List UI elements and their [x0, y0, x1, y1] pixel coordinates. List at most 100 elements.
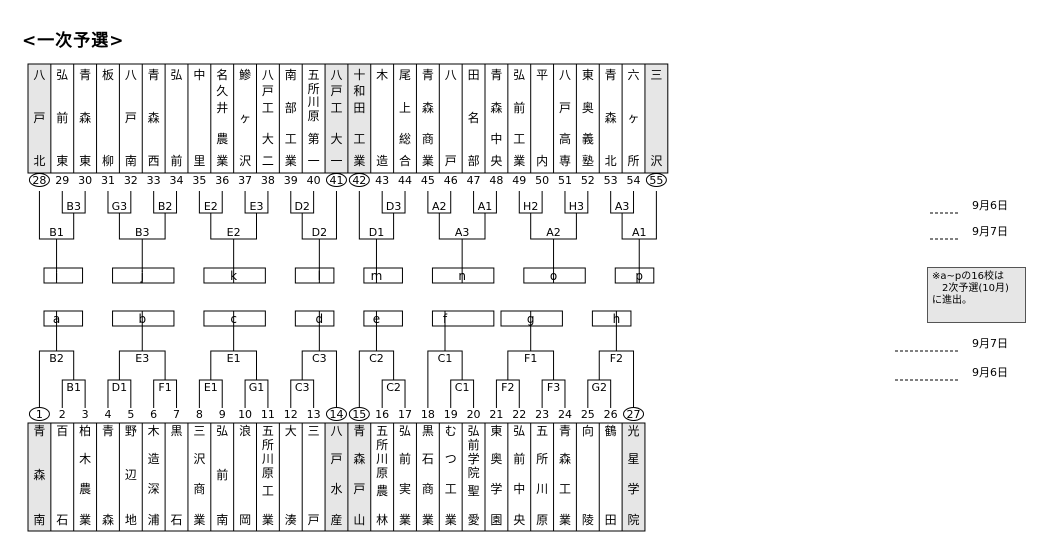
bottom_schools-seed-number: 7 [173, 408, 180, 421]
top_schools-school-name-char: ヶ [239, 111, 251, 125]
top-qualifier-box [294, 267, 335, 284]
top_schools-school-name-char: 柳 [102, 154, 114, 168]
top_schools-cell-shade [325, 64, 348, 173]
bottom_schools-school-name-char: 原 [376, 466, 388, 480]
bottom_schools-school-name-char: 黒 [171, 424, 183, 438]
top_schools-seed-number: 31 [101, 174, 115, 187]
top_schools-school-name-char: 前 [56, 110, 68, 125]
top_schools-seed-number: 30 [78, 174, 92, 187]
top_schools-school-name-char: 大 [330, 132, 342, 146]
bottom_schools-cell-shade [347, 423, 371, 531]
top_schools-school-name-char: 中 [193, 67, 205, 82]
bottom_schools-school-name-char: 青 [559, 424, 571, 438]
top_schools-school-name-char: 沢 [650, 154, 662, 168]
top-qualifier-box [112, 267, 175, 284]
bottom_schools-school-name-char: 木 [79, 452, 91, 466]
top_schools-school-name-char: 商 [422, 131, 434, 146]
round-date-label: 9月6日 [972, 199, 1008, 212]
top_schools-school-name-char: 五 [308, 68, 320, 82]
top_schools-school-name-char: 塾 [582, 153, 594, 168]
bottom-qualifier-box [431, 310, 495, 327]
top-round2-label: D1 [369, 226, 384, 239]
top-qualifier-box [203, 267, 266, 284]
bottom_schools-school-name-char: 三 [193, 424, 205, 438]
top_schools-school-name-char: 所 [628, 154, 640, 168]
bottom_schools-seed-number: 13 [307, 408, 321, 421]
top_schools-school-name-char: 里 [193, 154, 205, 168]
top_schools-seed-number: 48 [489, 174, 503, 187]
bottom_schools-school-name-char: 前 [399, 451, 411, 466]
top_schools-school-name-char: 南 [285, 67, 297, 82]
top-round1-label: E3 [250, 200, 264, 213]
top_schools-school-name-char: 業 [216, 154, 228, 168]
top_schools-school-name-char: 総 [399, 132, 411, 146]
bottom_schools-school-name-char: 業 [422, 513, 434, 527]
bottom_schools-school-name-char: 浦 [148, 513, 160, 527]
note-line-2: 2次予選(10月) [932, 283, 1009, 294]
top_schools-school-name-char: 田 [468, 68, 480, 82]
bottom_schools-seed-number: 27 [627, 408, 641, 421]
top_schools-school-name-char: 部 [285, 100, 297, 115]
bottom-round1-label: E1 [204, 381, 218, 394]
top_schools-school-name-char: 森 [422, 100, 434, 115]
top_schools-school-name-char: 八 [262, 68, 274, 82]
top_schools-seed-number: 38 [261, 174, 275, 187]
bottom_schools-school-name-char: 地 [125, 513, 137, 527]
top_schools-school-name-char: 板 [102, 68, 114, 82]
top_schools-school-name-char: 業 [422, 154, 434, 168]
bottom_schools-seed-number: 18 [421, 408, 435, 421]
top-round1-label: G3 [112, 200, 128, 213]
top_schools-school-name-char: 弘 [56, 68, 68, 82]
bottom_schools-seed-number: 14 [329, 408, 343, 421]
top_schools-school-name-char: 東 [582, 68, 594, 82]
bottom-round1-label: C1 [455, 381, 470, 394]
top_schools-school-name-char: 合 [399, 153, 411, 168]
bottom_schools-seed-number: 26 [604, 408, 618, 421]
bottom_schools-school-name-char: 石 [422, 452, 434, 466]
bottom_schools-school-name-char: 大 [285, 424, 297, 438]
bottom_schools-school-name-char: 林 [376, 513, 388, 527]
bottom_schools-school-name-char: 弘 [399, 424, 411, 438]
bottom_schools-school-name-char: 辺 [125, 468, 137, 482]
bottom-round1-label: D1 [112, 381, 127, 394]
bottom_schools-cell-shade [325, 423, 348, 531]
bottom_schools-school-name-char: 森 [353, 451, 365, 466]
bottom-round2-label: B2 [49, 352, 64, 365]
top-qualifier-box [363, 267, 403, 284]
bottom_schools-school-name-char: 五 [376, 424, 388, 438]
bottom_schools-school-name-char: 実 [399, 481, 411, 496]
top_schools-school-name-char: 森 [490, 100, 502, 115]
bottom_schools-seed-number: 4 [104, 408, 111, 421]
top-round2-label: D2 [312, 226, 327, 239]
top_schools-school-name-char: 前 [513, 100, 525, 115]
top-round1-label: A2 [432, 200, 447, 213]
top_schools-seed-number: 40 [307, 174, 321, 187]
bottom_schools-school-name-char: 原 [536, 513, 548, 527]
bottom_schools-school-name-char: 学 [468, 451, 480, 466]
bottom_schools-seed-number: 8 [196, 408, 203, 421]
bottom_schools-school-name-char: 東 [490, 424, 502, 438]
top-round1-label: B2 [158, 200, 173, 213]
bottom_schools-school-name-char: 森 [102, 512, 114, 527]
advancement-note: ※a~pの16校は 2次予選(10月) に進出。 [927, 267, 1026, 323]
bottom_schools-school-name-char: 川 [262, 452, 274, 466]
bottom-qualifier-letter: d [316, 312, 324, 326]
bottom_schools-school-name-char: 前 [468, 437, 480, 452]
bottom_schools-school-name-char: 商 [193, 481, 205, 496]
bottom-qualifier-box [363, 310, 403, 327]
bottom_schools-school-name-char: 光 [628, 424, 640, 438]
top_schools-school-name-char: 業 [513, 154, 525, 168]
bottom_schools-school-name-char: 業 [193, 513, 205, 527]
top-round2-label: A2 [546, 226, 561, 239]
bottom_schools-school-name-char: 所 [536, 452, 548, 466]
bottom_schools-school-name-char: 青 [353, 424, 365, 438]
top_schools-school-name-char: 井 [216, 101, 228, 115]
top-qualifier-letter: k [230, 269, 237, 283]
top_schools-school-name-char: 戸 [330, 84, 342, 98]
bottom_schools-cell-shade [622, 423, 645, 531]
bottom_schools-seed-number: 10 [238, 408, 252, 421]
top_schools-seed-number: 43 [375, 174, 389, 187]
top_schools-school-name-char: 十 [353, 68, 365, 82]
top_schools-school-name-char: 和 [353, 84, 365, 98]
bottom_schools-school-name-char: 農 [79, 482, 91, 496]
